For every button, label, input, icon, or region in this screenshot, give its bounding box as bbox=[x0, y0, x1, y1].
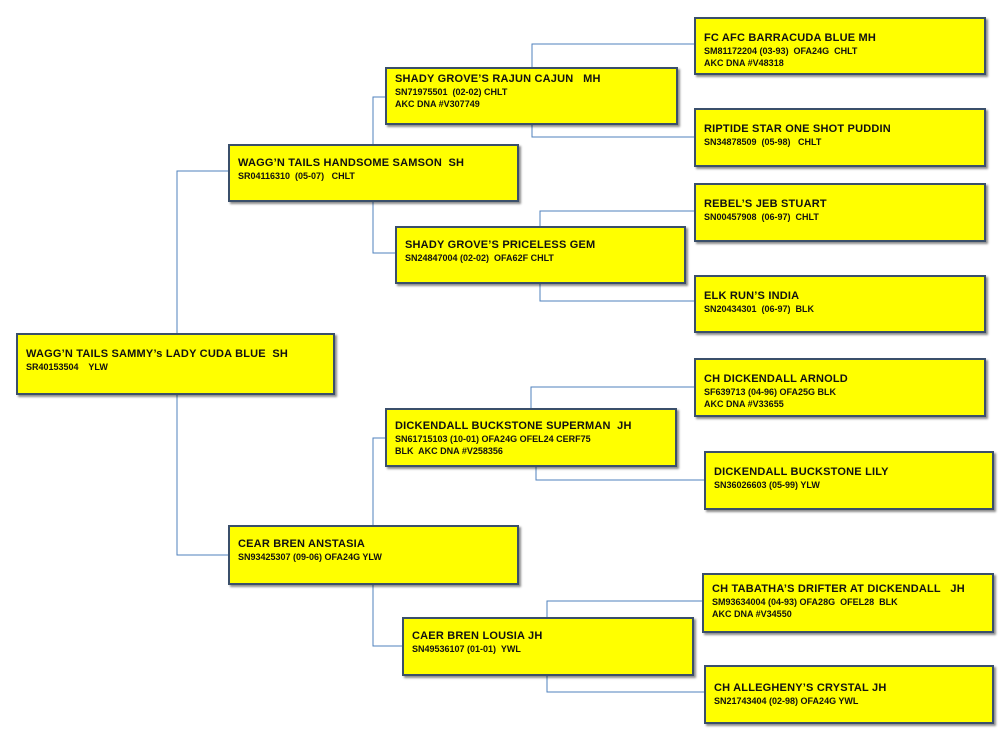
dam-sire-registration: SN61715103 (10-01) OFA24G OFEL24 CERF75 bbox=[395, 434, 591, 444]
connector-dam-sire bbox=[372, 437, 385, 525]
dd-sire-box: CH TABATHA’S DRIFTER AT DICKENDALL JH SM… bbox=[702, 573, 994, 633]
connector-sire-sire bbox=[372, 96, 387, 144]
sire-sire-registration: SN71975501 (02-02) CHLT bbox=[395, 87, 508, 97]
sire-sire-box: SHADY GROVE’S RAJUN CAJUN MH SN71975501 … bbox=[385, 67, 678, 125]
subject-dog-box: WAGG’N TAILS SAMMY’s LADY CUDA BLUE SH S… bbox=[16, 333, 335, 395]
sd-dam-name: ELK RUN’S INDIA bbox=[704, 290, 800, 302]
dam-dam-name: CAER BREN LOUSIA JH bbox=[412, 630, 543, 642]
sire-sire-dna: AKC DNA #V307749 bbox=[395, 99, 480, 109]
ss-dam-registration: SN34878509 (05-98) CHLT bbox=[704, 137, 822, 147]
connector-ss-sire bbox=[531, 43, 694, 67]
dd-dam-name: CH ALLEGHENY’S CRYSTAL JH bbox=[714, 682, 887, 694]
sire-sire-name: SHADY GROVE’S RAJUN CAJUN MH bbox=[395, 73, 601, 85]
ss-dam-box: RIPTIDE STAR ONE SHOT PUDDIN SN34878509 … bbox=[694, 108, 986, 167]
dam-sire-dna: BLK AKC DNA #V258356 bbox=[395, 446, 503, 456]
ds-sire-name: CH DICKENDALL ARNOLD bbox=[704, 373, 848, 385]
subject-dog-name: WAGG’N TAILS SAMMY’s LADY CUDA BLUE SH bbox=[26, 348, 289, 360]
sd-sire-box: REBEL’S JEB STUART SN00457908 (06-97) CH… bbox=[694, 183, 986, 242]
ss-sire-registration: SM81172204 (03-93) OFA24G CHLT bbox=[704, 46, 858, 56]
ss-sire-name: FC AFC BARRACUDA BLUE MH bbox=[704, 32, 877, 44]
ss-sire-box: FC AFC BARRACUDA BLUE MH SM81172204 (03-… bbox=[694, 17, 986, 75]
subject-dog-registration: SR40153504 YLW bbox=[26, 362, 108, 372]
dd-sire-name: CH TABATHA’S DRIFTER AT DICKENDALL JH bbox=[712, 583, 965, 595]
ds-dam-registration: SN36026603 (05-99) YLW bbox=[714, 480, 820, 490]
connector-sd-dam bbox=[539, 284, 694, 302]
ds-sire-dna: AKC DNA #V33655 bbox=[704, 399, 784, 409]
dd-sire-dna: AKC DNA #V34550 bbox=[712, 609, 792, 619]
dd-dam-box: CH ALLEGHENY’S CRYSTAL JH SN21743404 (02… bbox=[704, 665, 994, 724]
sire-dam-registration: SN24847004 (02-02) OFA62F CHLT bbox=[405, 253, 554, 263]
dd-sire-registration: SM93634004 (04-93) OFA28G OFEL28 BLK bbox=[712, 597, 898, 607]
connector-ds-sire bbox=[530, 386, 694, 408]
dam-box: CEAR BREN ANSTASIA SN93425307 (09-06) OF… bbox=[228, 525, 519, 585]
connector-sire-dam bbox=[372, 202, 395, 254]
dam-sire-box: DICKENDALL BUCKSTONE SUPERMAN JH SN61715… bbox=[385, 408, 677, 467]
sd-dam-registration: SN20434301 (06-97) BLK bbox=[704, 304, 815, 314]
connector-subject-sire bbox=[176, 170, 228, 333]
ss-sire-dna: AKC DNA #V48318 bbox=[704, 58, 784, 68]
sire-dam-name: SHADY GROVE’S PRICELESS GEM bbox=[405, 239, 596, 251]
ds-dam-box: DICKENDALL BUCKSTONE LILY SN36026603 (05… bbox=[704, 451, 994, 510]
sire-registration: SR04116310 (05-07) CHLT bbox=[238, 171, 355, 181]
connector-ss-dam bbox=[531, 125, 694, 138]
sire-box: WAGG’N TAILS HANDSOME SAMSON SH SR041163… bbox=[228, 144, 519, 202]
connector-dd-sire bbox=[546, 600, 702, 617]
ds-dam-name: DICKENDALL BUCKSTONE LILY bbox=[714, 466, 889, 478]
sd-sire-name: REBEL’S JEB STUART bbox=[704, 198, 827, 210]
dam-dam-registration: SN49536107 (01-01) YWL bbox=[412, 644, 521, 654]
sd-dam-box: ELK RUN’S INDIA SN20434301 (06-97) BLK bbox=[694, 275, 986, 333]
dam-dam-box: CAER BREN LOUSIA JH SN49536107 (01-01) Y… bbox=[402, 617, 694, 676]
ds-sire-box: CH DICKENDALL ARNOLD SF639713 (04-96) OF… bbox=[694, 358, 986, 417]
dam-registration: SN93425307 (09-06) OFA24G YLW bbox=[238, 552, 382, 562]
dam-name: CEAR BREN ANSTASIA bbox=[238, 538, 366, 550]
sire-dam-box: SHADY GROVE’S PRICELESS GEM SN24847004 (… bbox=[395, 226, 686, 284]
connector-ds-dam bbox=[535, 467, 704, 481]
dd-dam-registration: SN21743404 (02-98) OFA24G YWL bbox=[714, 696, 859, 706]
dam-sire-name: DICKENDALL BUCKSTONE SUPERMAN JH bbox=[395, 420, 632, 432]
connector-subject-dam bbox=[176, 395, 228, 556]
ss-dam-name: RIPTIDE STAR ONE SHOT PUDDIN bbox=[704, 123, 891, 135]
connector-sd-sire bbox=[539, 210, 694, 226]
sire-name: WAGG’N TAILS HANDSOME SAMSON SH bbox=[238, 157, 465, 169]
ds-sire-registration: SF639713 (04-96) OFA25G BLK bbox=[704, 387, 837, 397]
connector-dd-dam bbox=[546, 676, 704, 693]
connector-dam-dam bbox=[372, 585, 402, 647]
sd-sire-registration: SN00457908 (06-97) CHLT bbox=[704, 212, 819, 222]
